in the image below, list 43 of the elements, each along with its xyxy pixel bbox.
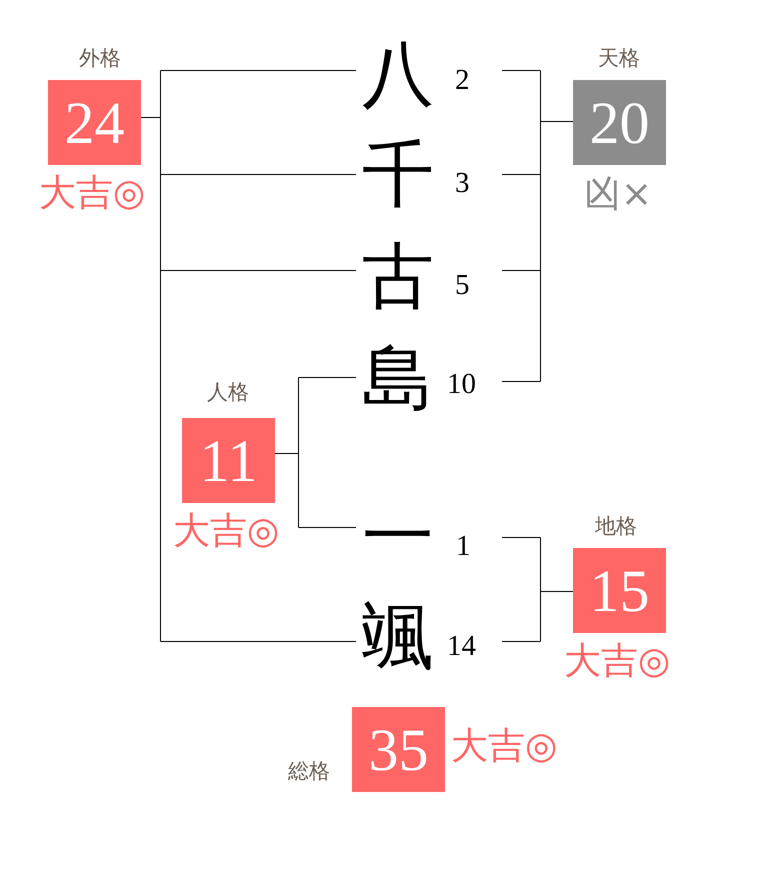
- stroke-count: 10: [447, 370, 476, 399]
- stroke-count: 5: [455, 271, 470, 300]
- grade-heading: 天格: [598, 48, 640, 69]
- grade-heading: 地格: [595, 516, 637, 537]
- bracket-line: [502, 70, 541, 71]
- bracket-line: [502, 537, 541, 538]
- stroke-count: 2: [455, 66, 470, 95]
- bracket-line: [540, 537, 574, 642]
- bracket-line: [160, 270, 356, 271]
- grade-heading: 外格: [79, 48, 121, 69]
- stroke-count: 3: [455, 169, 470, 198]
- bracket-line: [502, 174, 541, 175]
- score-number: 15: [590, 560, 650, 620]
- bracket-line: [502, 381, 541, 382]
- name-character: 島: [362, 342, 434, 414]
- fortune-label: 大吉◎: [451, 727, 558, 764]
- name-character: 颯: [362, 600, 434, 672]
- score-number: 24: [64, 92, 124, 152]
- name-character: 一: [362, 500, 434, 572]
- bracket-line: [160, 70, 356, 71]
- stroke-count: 14: [447, 632, 476, 661]
- score-number: 11: [200, 430, 258, 490]
- fortune-label: 大吉◎: [564, 642, 670, 679]
- bracket-line: [160, 641, 356, 642]
- fortune-label: 大吉◎: [172, 512, 280, 549]
- bracket-line: [502, 270, 541, 271]
- stroke-count: 1: [456, 532, 470, 561]
- fortune-label: 凶×: [584, 175, 652, 212]
- bracket-line: [160, 174, 356, 175]
- grade-heading: 総格: [288, 761, 330, 782]
- bracket-line: [502, 641, 541, 642]
- bracket-line: [140, 70, 161, 642]
- bracket-line: [298, 377, 356, 378]
- name-character: 千: [362, 138, 434, 210]
- score-number: 20: [590, 92, 650, 152]
- score-number: 35: [368, 720, 428, 780]
- name-character: 八: [362, 38, 434, 110]
- grade-heading: 人格: [207, 382, 249, 403]
- name-character: 古: [362, 240, 434, 312]
- bracket-line: [540, 70, 574, 382]
- fortune-label: 大吉◎: [38, 174, 146, 211]
- bracket-line: [274, 377, 299, 528]
- bracket-line: [298, 527, 356, 528]
